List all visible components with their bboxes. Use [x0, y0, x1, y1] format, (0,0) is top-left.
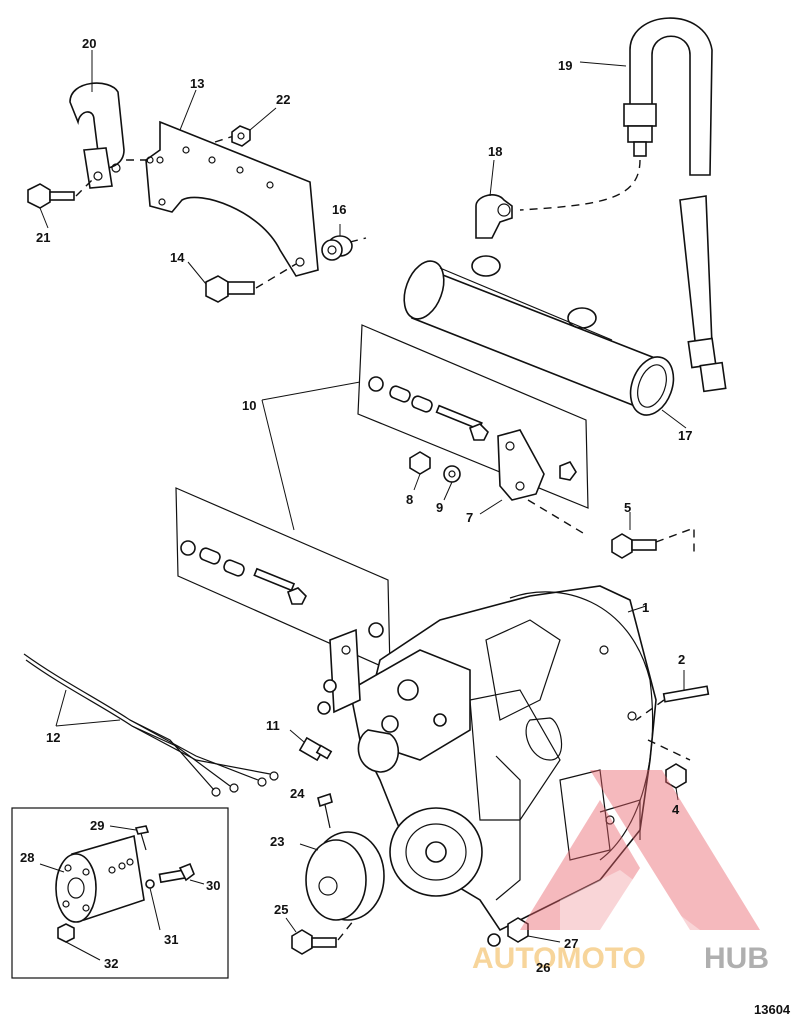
watermark-text-b: HUB [704, 942, 769, 975]
part-11-sender [289, 729, 333, 762]
callout-19: 19 [558, 58, 572, 73]
drawing-number: 13604 [754, 1002, 791, 1017]
part-25-bolt [285, 917, 355, 955]
part-19-hose [519, 17, 727, 393]
part-13-bracket [126, 89, 319, 277]
callout-5: 5 [624, 500, 631, 515]
part-27-nut [507, 917, 561, 943]
part-8-bolt [409, 451, 431, 491]
callout-31: 31 [164, 932, 178, 947]
callout-16: 16 [332, 202, 346, 217]
callout-23: 23 [270, 834, 284, 849]
callout-4: 4 [672, 802, 680, 817]
part-22-nut [231, 107, 277, 147]
callout-26: 26 [536, 960, 550, 975]
part-9-washer [443, 465, 461, 501]
part-2-stud [635, 670, 710, 761]
part-14-bolt [187, 261, 297, 303]
callout-30: 30 [206, 878, 220, 893]
callout-1: 1 [642, 600, 649, 615]
part-23-coupler [299, 831, 385, 921]
part-20-clamp [69, 50, 125, 189]
callout-14: 14 [170, 250, 185, 265]
callout-13: 13 [190, 76, 204, 91]
part-24-screw [317, 792, 333, 829]
callout-24: 24 [290, 786, 305, 801]
part-21-bolt [27, 179, 93, 229]
part-5-bolt [611, 512, 695, 559]
part-10-lower-panel [175, 381, 391, 671]
callout-27: 27 [564, 936, 578, 951]
callout-12: 12 [46, 730, 60, 745]
callout-25: 25 [274, 902, 288, 917]
callout-2: 2 [678, 652, 685, 667]
inset-flange-assembly [11, 807, 229, 979]
part-26-washer [487, 933, 501, 947]
callout-9: 9 [436, 500, 443, 515]
callout-8: 8 [406, 492, 413, 507]
callout-18: 18 [488, 144, 502, 159]
callout-11: 11 [266, 718, 280, 733]
part-17-cooler [403, 255, 687, 429]
callout-10: 10 [242, 398, 256, 413]
control-valve-block [317, 628, 471, 773]
part-18-elbow [475, 159, 513, 239]
callout-7: 7 [466, 510, 473, 525]
callout-29: 29 [90, 818, 104, 833]
callout-20: 20 [82, 36, 96, 51]
callout-32: 32 [104, 956, 118, 971]
callout-28: 28 [20, 850, 34, 865]
callout-21: 21 [36, 230, 50, 245]
drive-pulley [389, 807, 483, 897]
part-4-nut [665, 763, 687, 801]
watermark-logo: AUTOMOTO HUB [472, 770, 769, 975]
callout-17: 17 [678, 428, 692, 443]
callout-22: 22 [276, 92, 290, 107]
part-12-wire-harness [23, 653, 279, 797]
part-16-spacer [321, 224, 367, 261]
part-10-upper-panel [357, 324, 589, 509]
part-7-bracket [479, 499, 589, 537]
callout-labels: 20 13 22 21 16 14 19 18 17 10 8 9 7 5 1 … [20, 36, 692, 975]
watermark-text-a: AUTOMOTO [472, 942, 646, 975]
